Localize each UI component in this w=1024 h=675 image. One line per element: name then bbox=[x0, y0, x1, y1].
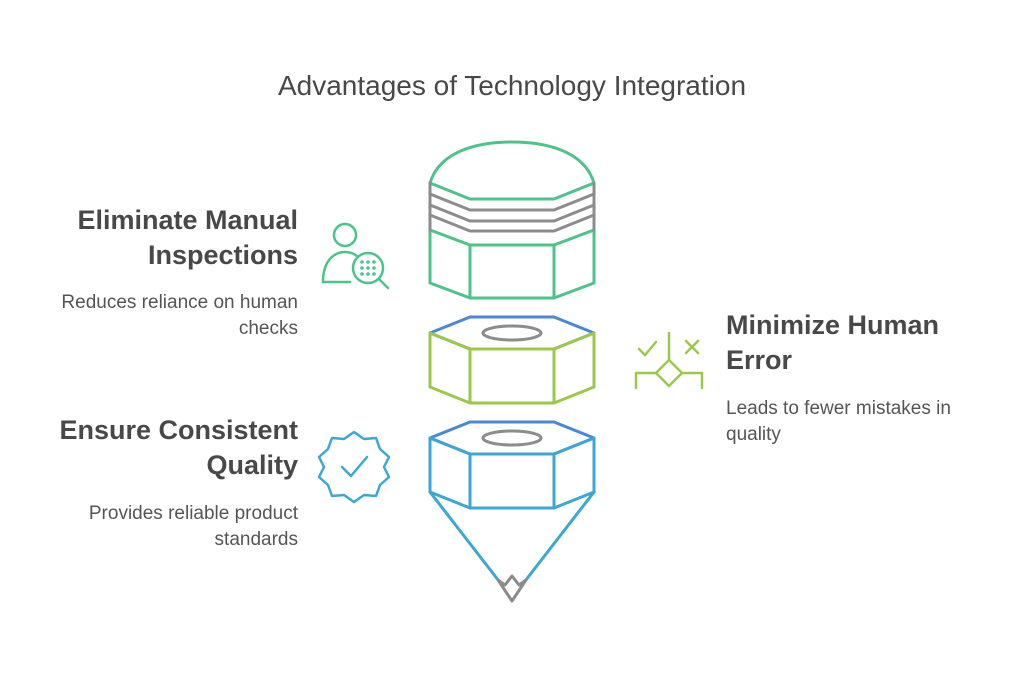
top-dome-arc bbox=[428, 140, 596, 185]
heading-line: Inspections bbox=[147, 240, 298, 270]
person-body bbox=[321, 250, 360, 284]
cone-point bbox=[496, 574, 528, 603]
bottom-nut-body bbox=[428, 436, 596, 510]
badge-outline bbox=[317, 430, 391, 504]
middle-nut-body bbox=[428, 331, 596, 405]
top-body-outline bbox=[428, 228, 596, 300]
badge-check bbox=[340, 455, 369, 478]
cone-side bbox=[428, 490, 504, 587]
item-heading-ensure: Ensure Consistent Quality bbox=[59, 413, 298, 483]
item-desc-ensure: Provides reliable product standards bbox=[89, 501, 298, 553]
branch-left bbox=[634, 371, 658, 390]
top-dome-rim bbox=[428, 181, 596, 201]
decision-diamond bbox=[654, 358, 684, 388]
heading-line: Eliminate Manual bbox=[77, 205, 298, 235]
person-head bbox=[332, 222, 358, 248]
cone-side bbox=[520, 490, 596, 587]
gray-bands bbox=[428, 181, 596, 233]
magnifier-lens bbox=[351, 251, 385, 285]
bottom-nut-rim bbox=[428, 436, 596, 456]
item-desc-eliminate: Reduces reliance on human checks bbox=[61, 290, 298, 342]
desc-line: Leads to fewer mistakes in bbox=[726, 398, 951, 419]
gray-band bbox=[428, 192, 596, 212]
middle-nut bbox=[428, 315, 596, 405]
top-body-top bbox=[428, 228, 596, 247]
branch-right bbox=[680, 371, 704, 390]
heading-line: Ensure Consistent bbox=[59, 415, 298, 445]
heading-line: Minimize Human bbox=[726, 310, 940, 340]
gray-band bbox=[428, 203, 596, 223]
person-search-icon bbox=[321, 222, 390, 290]
gray-band bbox=[428, 213, 596, 233]
x-mark bbox=[684, 339, 700, 355]
desc-line: Reduces reliance on human bbox=[61, 292, 298, 313]
item-heading-minimize: Minimize Human Error bbox=[726, 308, 939, 378]
desc-line: Provides reliable product bbox=[88, 503, 298, 524]
bottom-nut-hole bbox=[481, 429, 543, 447]
heading-line: Error bbox=[726, 345, 793, 375]
badge-check-icon bbox=[317, 430, 391, 504]
heading-line: Quality bbox=[206, 450, 298, 480]
desc-line: checks bbox=[238, 318, 298, 339]
desc-line: quality bbox=[726, 424, 781, 445]
top-segment bbox=[428, 140, 596, 300]
item-heading-eliminate: Eliminate Manual Inspections bbox=[77, 203, 298, 273]
check-mark bbox=[637, 340, 658, 357]
bottom-nut bbox=[428, 420, 596, 603]
middle-nut-hole bbox=[481, 324, 543, 342]
decision-check-x-icon bbox=[634, 331, 704, 390]
middle-nut-rim bbox=[428, 331, 596, 351]
item-desc-minimize: Leads to fewer mistakes in quality bbox=[726, 396, 951, 448]
desc-line: standards bbox=[214, 529, 298, 550]
diagram-title: Advantages of Technology Integration bbox=[277, 70, 747, 101]
magnifier-handle bbox=[377, 277, 390, 290]
